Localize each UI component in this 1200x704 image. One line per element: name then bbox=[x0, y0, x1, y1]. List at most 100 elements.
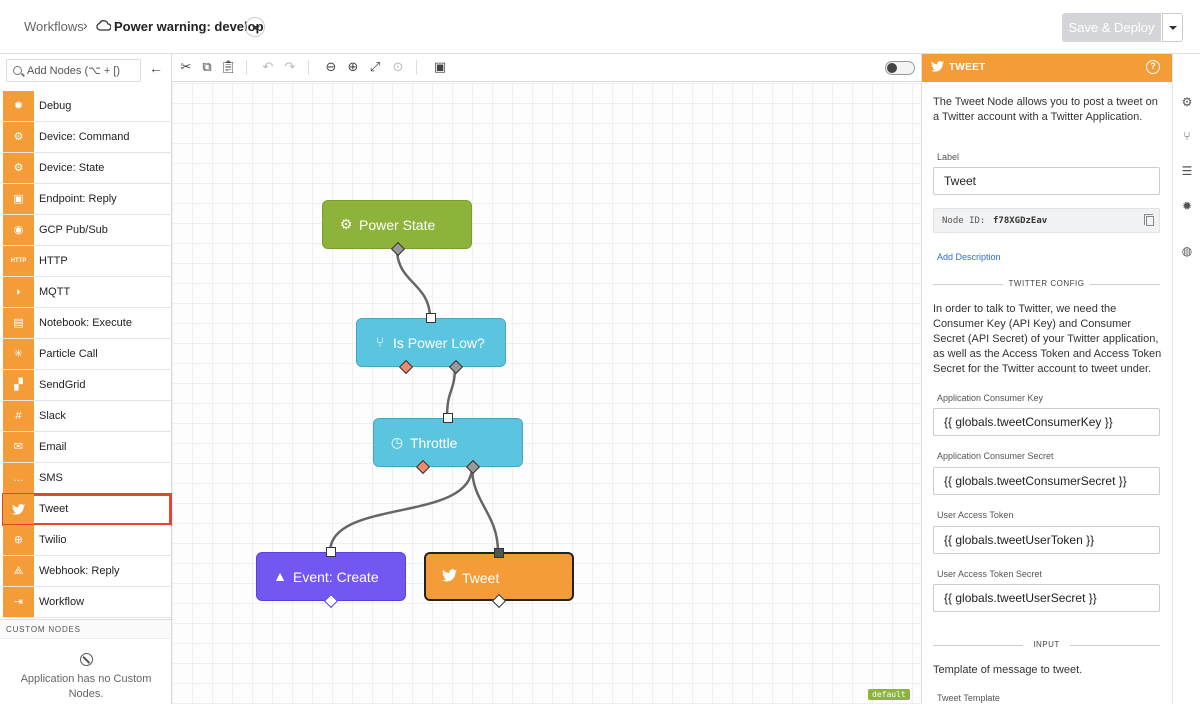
flow-node-power-state[interactable]: ⚙ Power State bbox=[322, 200, 472, 257]
flow-node-label: Event: Create bbox=[293, 569, 379, 585]
toolbar-divider bbox=[308, 60, 309, 75]
palette-node-device-command[interactable]: ⚙ Device: Command bbox=[3, 122, 171, 153]
undo-icon[interactable]: ↶ bbox=[262, 59, 274, 74]
workflow-canvas[interactable]: ⚙ Power State ⑂ Is Power Low? ◷ Throttle… bbox=[172, 83, 921, 704]
panel-title: TWEET bbox=[949, 62, 986, 73]
access-token-secret-input[interactable] bbox=[933, 584, 1160, 612]
breadcrumb-workflows[interactable]: Workflows bbox=[24, 19, 84, 34]
palette-node-label: Device: State bbox=[39, 162, 105, 174]
palette-node-email[interactable]: ✉ Email bbox=[3, 432, 171, 463]
workflow-menu-dropdown[interactable] bbox=[245, 17, 265, 37]
palette-node-label: Debug bbox=[39, 100, 72, 112]
input-description-text: Template of message to tweet. bbox=[933, 664, 1083, 676]
wire-power-state-to-is-power-low bbox=[395, 248, 432, 319]
branch-icon[interactable]: ⑂ bbox=[1183, 129, 1191, 143]
access-token-input[interactable] bbox=[933, 526, 1160, 554]
palette-node-debug[interactable]: ✹ Debug bbox=[3, 91, 171, 122]
http-icon: HTTP bbox=[3, 246, 34, 276]
bug-icon: ✹ bbox=[3, 91, 34, 121]
flow-node-tweet[interactable]: Tweet bbox=[424, 548, 574, 609]
node-id-label: Node ID: bbox=[942, 216, 986, 226]
gcp-icon: ◉ bbox=[3, 215, 34, 245]
palette-node-endpoint-reply[interactable]: ▣ Endpoint: Reply bbox=[3, 184, 171, 215]
palette-node-sms[interactable]: … SMS bbox=[3, 463, 171, 494]
palette-node-tweet[interactable]: Tweet bbox=[2, 493, 172, 526]
access-token-secret-label: User Access Token Secret bbox=[937, 569, 1042, 579]
top-header: Workflows › Power warning: develop Save … bbox=[0, 0, 1200, 54]
palette-node-webhook-reply[interactable]: ⟁ Webhook: Reply bbox=[3, 556, 171, 587]
zoom-out-icon[interactable]: ⊖ bbox=[325, 59, 337, 74]
palette-node-notebook-execute[interactable]: ▤ Notebook: Execute bbox=[3, 308, 171, 339]
chip-icon: ⚙ bbox=[3, 122, 34, 152]
palette-node-sendgrid[interactable]: ▞ SendGrid bbox=[3, 370, 171, 401]
palette-node-gcp-pubsub[interactable]: ◉ GCP Pub/Sub bbox=[3, 215, 171, 246]
palette-node-label: Notebook: Execute bbox=[39, 317, 132, 329]
palette-node-device-state[interactable]: ⚙ Device: State bbox=[3, 153, 171, 184]
copy-icon[interactable]: ⧉ bbox=[202, 59, 212, 74]
palette-node-workflow[interactable]: ⇥ Workflow bbox=[3, 587, 171, 618]
gear-icon[interactable]: ⚙ bbox=[1181, 95, 1193, 109]
input-port[interactable] bbox=[326, 547, 336, 557]
palette-node-label: GCP Pub/Sub bbox=[39, 224, 108, 236]
workflow-title: Power warning: develop bbox=[114, 19, 264, 34]
fit-to-screen-icon[interactable]: ⤢ bbox=[369, 59, 381, 74]
flow-node-throttle[interactable]: ◷ Throttle bbox=[373, 413, 523, 475]
palette-node-label: SendGrid bbox=[39, 379, 86, 391]
zoom-in-icon[interactable]: ⊕ bbox=[347, 59, 359, 74]
node-intro-text: The Tweet Node allows you to post a twee… bbox=[933, 96, 1158, 123]
bug-icon[interactable]: ✹ bbox=[1181, 199, 1193, 213]
save-deploy-button[interactable]: Save & Deploy bbox=[1062, 13, 1161, 42]
right-icon-rail: ⚙ ⑂ ☰ ✹ ◍ bbox=[1172, 54, 1200, 704]
breadcrumb-separator: › bbox=[83, 17, 88, 33]
reply-icon: ▣ bbox=[3, 184, 34, 214]
palette-node-label: Twilio bbox=[39, 534, 67, 546]
node-id-value: f78XGDzEav bbox=[993, 216, 1048, 226]
add-description-link[interactable]: Add Description bbox=[937, 252, 1001, 262]
input-port[interactable] bbox=[443, 413, 453, 423]
database-icon[interactable]: ☰ bbox=[1181, 164, 1193, 178]
flow-node-is-power-low[interactable]: ⑂ Is Power Low? bbox=[356, 313, 506, 375]
twitter-icon bbox=[931, 60, 944, 75]
input-port[interactable] bbox=[494, 548, 504, 558]
input-port[interactable] bbox=[426, 313, 436, 323]
rss-icon: ◗ bbox=[3, 277, 34, 307]
zoom-reset-icon[interactable]: ⊙ bbox=[392, 59, 404, 74]
help-icon[interactable]: ? bbox=[1146, 60, 1160, 74]
paste-icon[interactable]: 📋︎ bbox=[220, 59, 237, 74]
redo-icon[interactable]: ↷ bbox=[284, 59, 296, 74]
add-nodes-input[interactable] bbox=[27, 63, 139, 79]
label-input[interactable] bbox=[933, 167, 1160, 195]
flow-node-event-create[interactable]: ▲ Event: Create bbox=[256, 547, 406, 609]
tweet-template-label: Tweet Template bbox=[937, 693, 1000, 703]
palette-node-particle-call[interactable]: ✳ Particle Call bbox=[3, 339, 171, 370]
consumer-secret-input[interactable] bbox=[933, 467, 1160, 495]
prohibited-icon bbox=[80, 653, 93, 666]
palette-node-label: Workflow bbox=[39, 596, 85, 608]
sendgrid-icon: ▞ bbox=[3, 370, 34, 400]
particle-icon: ✳ bbox=[3, 339, 34, 369]
palette-node-label: Email bbox=[39, 441, 67, 453]
custom-nodes-title: CUSTOM NODES bbox=[6, 625, 81, 634]
twitter-config-header: TWITTER CONFIG bbox=[1008, 279, 1085, 288]
add-comment-icon[interactable]: ▣ bbox=[433, 59, 447, 74]
webhook-icon: ⟁ bbox=[3, 556, 34, 586]
collapse-palette-arrow-icon[interactable]: ← bbox=[149, 60, 163, 76]
debug-toggle[interactable] bbox=[885, 61, 915, 75]
deploy-options-dropdown[interactable] bbox=[1162, 13, 1183, 42]
cut-icon[interactable]: ✂ bbox=[180, 59, 192, 74]
palette-node-http[interactable]: HTTP HTTP bbox=[3, 246, 171, 277]
node-id-box: Node ID: f78XGDzEav bbox=[933, 208, 1160, 233]
globe-icon[interactable]: ◍ bbox=[1181, 244, 1193, 258]
palette-node-twilio[interactable]: ⊕ Twilio bbox=[3, 525, 171, 556]
wire-throttle-to-event-create bbox=[328, 466, 474, 553]
cloud-icon bbox=[96, 20, 111, 31]
chip-icon: ⚙ bbox=[3, 153, 34, 183]
palette-node-slack[interactable]: # Slack bbox=[3, 401, 171, 432]
consumer-key-label: Application Consumer Key bbox=[937, 393, 1044, 403]
consumer-key-input[interactable] bbox=[933, 408, 1160, 436]
mail-icon: ✉ bbox=[3, 432, 34, 462]
node-palette: ← ✹ Debug ⚙ Device: Command ⚙ Device: St… bbox=[0, 54, 172, 704]
palette-node-mqtt[interactable]: ◗ MQTT bbox=[3, 277, 171, 308]
copy-icon[interactable] bbox=[1144, 214, 1154, 226]
add-nodes-search[interactable] bbox=[6, 59, 141, 82]
